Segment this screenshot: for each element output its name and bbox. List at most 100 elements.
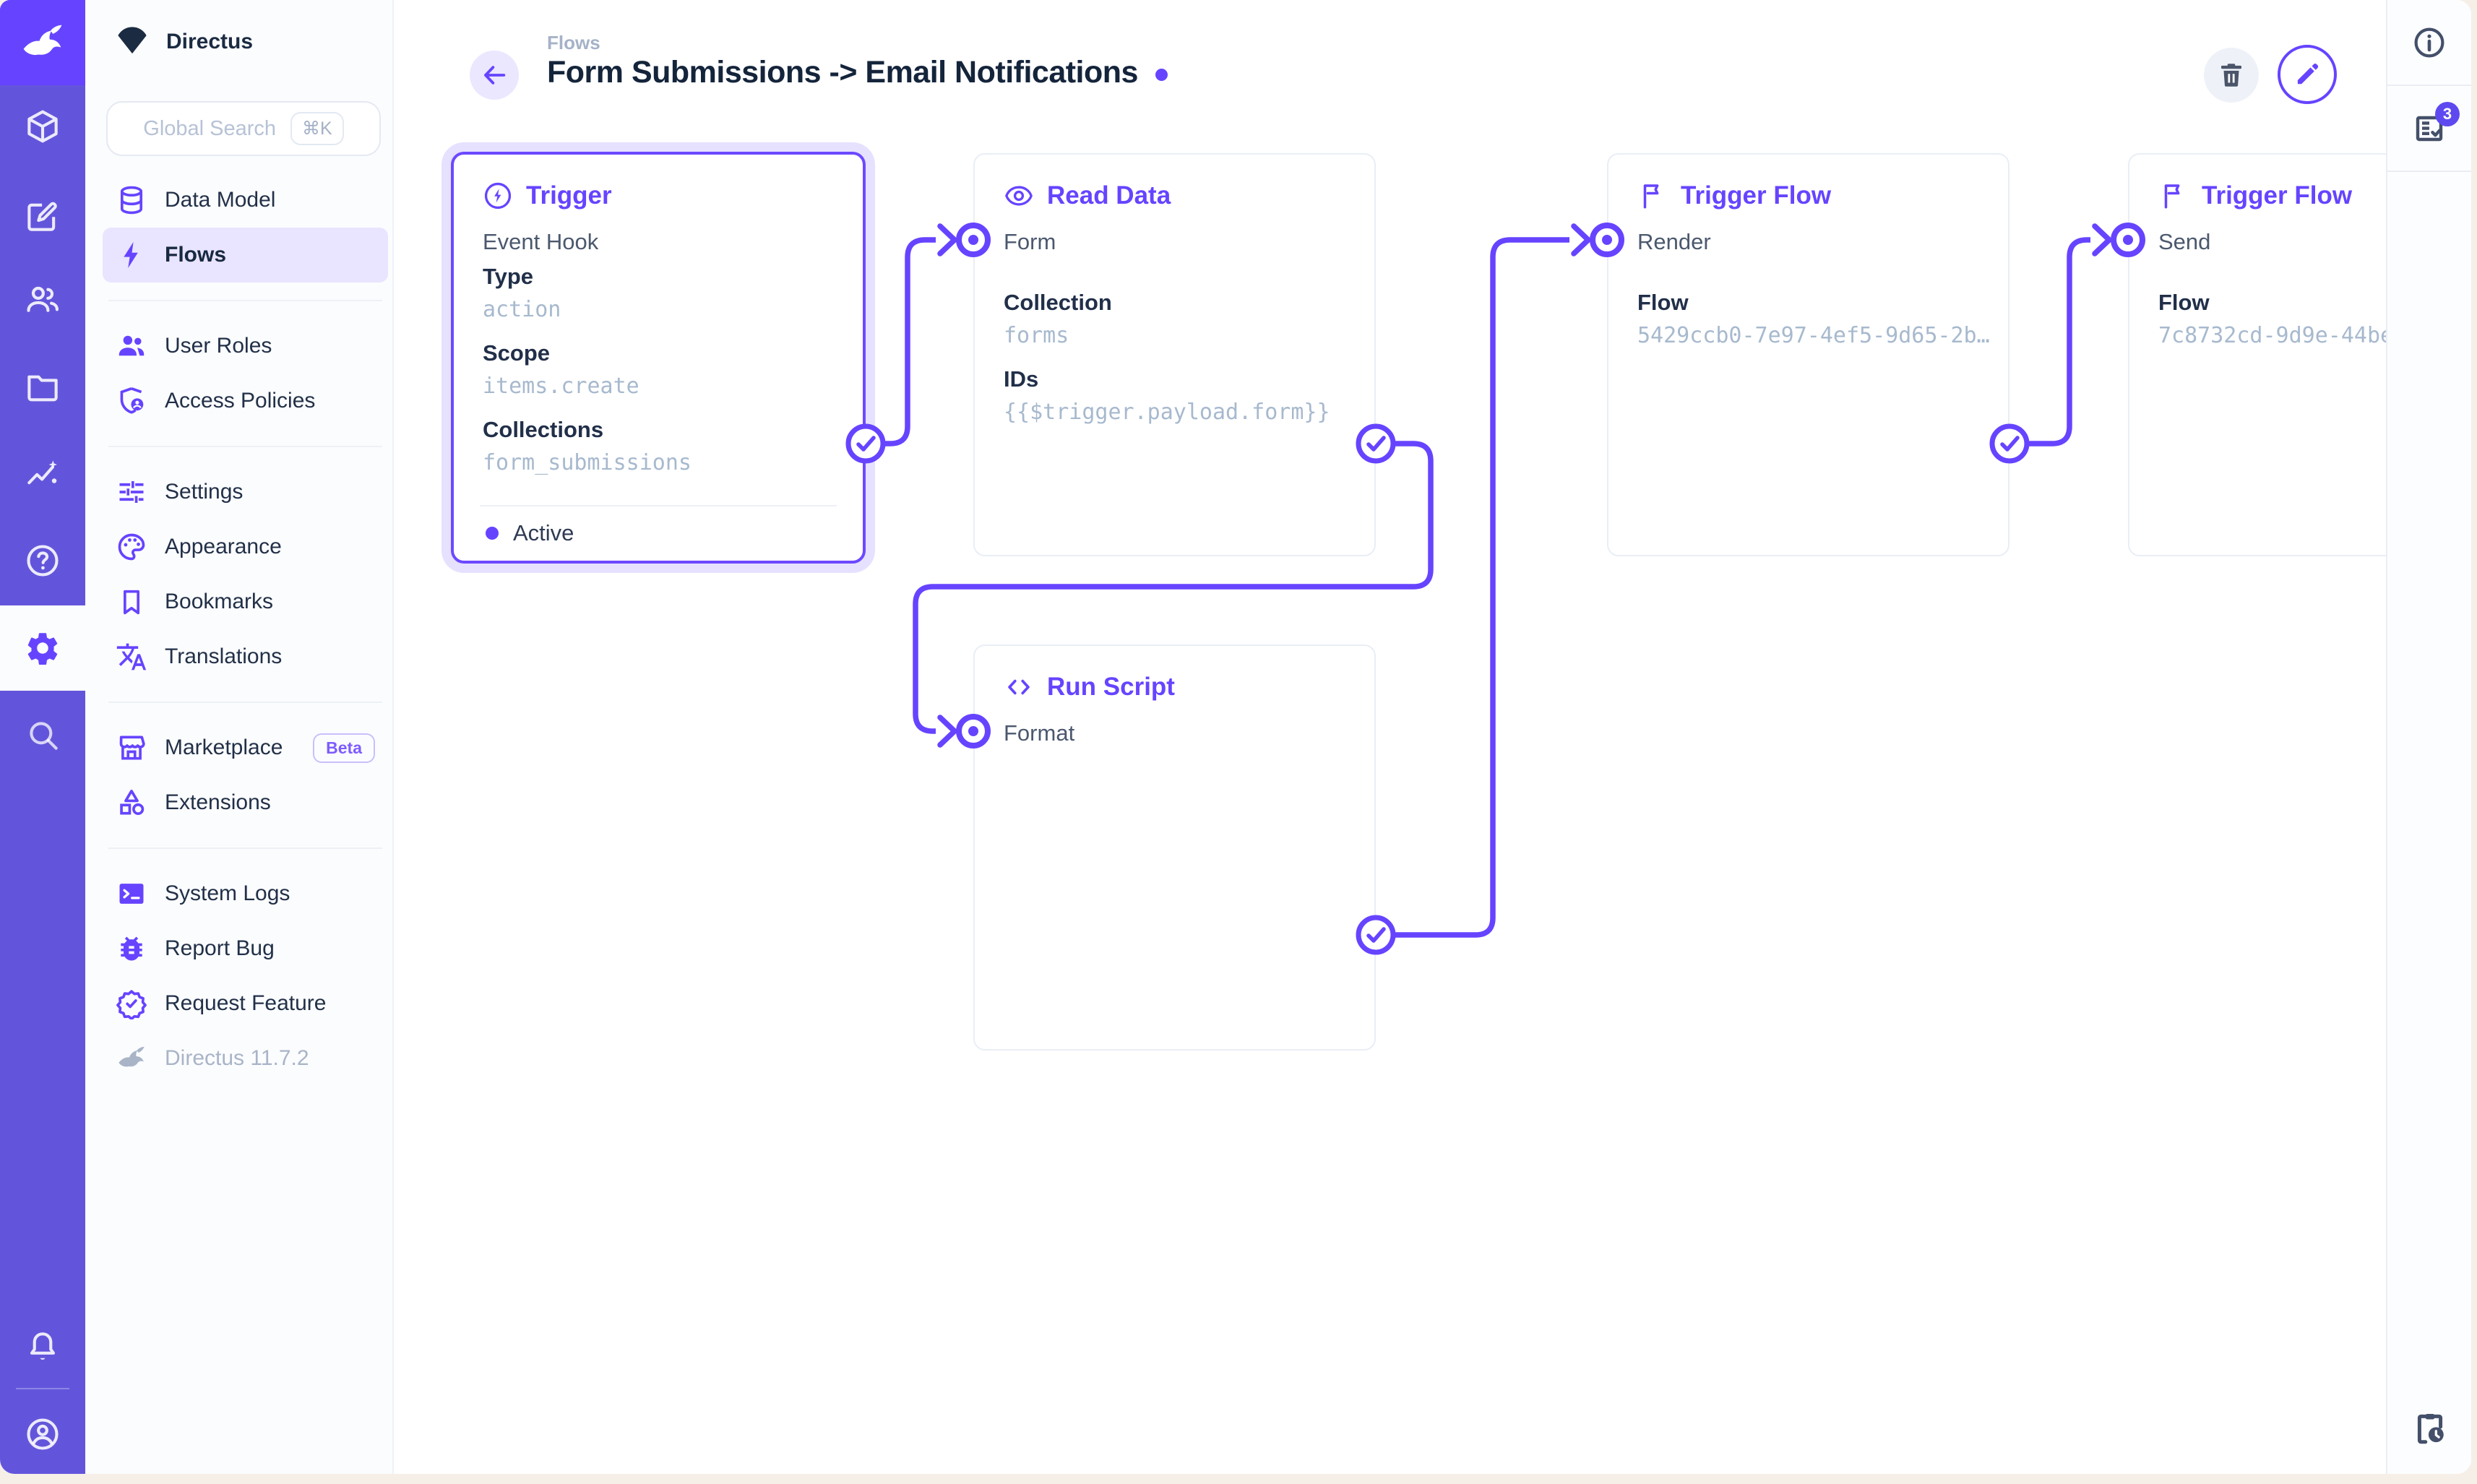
tune-icon [119, 480, 144, 504]
people-icon [119, 335, 145, 356]
arrow-left-icon [484, 66, 506, 85]
search-icon [30, 722, 58, 750]
sidebar-section-information[interactable] [2387, 0, 2471, 86]
sidebar-item-bookmarks[interactable]: Bookmarks [103, 574, 388, 629]
module-item-settings[interactable] [0, 605, 85, 691]
shield-user-icon [120, 387, 144, 414]
input-label: Form [1004, 229, 1056, 254]
panel-title: Trigger Flow [1681, 181, 1832, 210]
global-search-input[interactable]: Global Search ⌘K [106, 101, 381, 156]
bolt-circle-icon [484, 182, 512, 210]
module-item-search[interactable] [0, 692, 85, 777]
field-value: 5429ccb0-7e97-4ef5-9d65-2b… [1637, 323, 1990, 348]
project-logo-icon [118, 27, 147, 54]
sidebar-item-translations[interactable]: Translations [103, 629, 388, 684]
unsaved-indicator-dot [1155, 69, 1168, 81]
search-placeholder: Global Search [143, 116, 277, 140]
palette-icon [118, 533, 145, 561]
navigation-panel: Directus Global Search ⌘K Data Model Flo… [85, 0, 394, 1474]
active-module-background [0, 605, 85, 691]
people-icon [27, 286, 59, 312]
sidebar-item-user-roles[interactable]: User Roles [103, 319, 388, 374]
right-sidebar: 3 [2386, 0, 2471, 1474]
module-item-insights[interactable] [0, 431, 85, 517]
sidebar-item-report-bug[interactable]: Report Bug [103, 921, 388, 976]
directus-rabbit-logo [23, 25, 62, 56]
feature-badge-icon [116, 990, 147, 1019]
module-item-help[interactable] [0, 518, 85, 603]
revisions-count-badge: 3 [2435, 102, 2460, 126]
flow-panel-trigger[interactable]: Trigger Event Hook Type action Scope ite… [451, 152, 866, 564]
edit-icon [27, 202, 57, 231]
pending-revisions-button[interactable] [2387, 1403, 2471, 1454]
module-item-account[interactable] [0, 1392, 85, 1474]
bookmark-icon [124, 590, 139, 615]
terminal-icon [119, 884, 144, 904]
flow-panel-run-script[interactable]: Run Script Format [973, 644, 1376, 1051]
field-value: 7c8732cd-9d9e-44be [2158, 323, 2394, 348]
flow-panel-trigger-flow-render[interactable]: Trigger Flow Render Flow 5429ccb0-7e97-4… [1607, 153, 2009, 556]
nav-divider [108, 300, 382, 301]
breadcrumb[interactable]: Flows [547, 32, 600, 53]
module-divider [16, 1388, 69, 1389]
field-value: {{$trigger.payload.form}} [1004, 400, 1330, 425]
sidebar-item-appearance[interactable]: Appearance [103, 519, 388, 574]
back-button[interactable] [470, 51, 519, 100]
flow-panel-read-data[interactable]: Read Data Form Collection forms IDs {{$t… [973, 153, 1376, 556]
box-icon [27, 110, 58, 143]
sidebar-item-system-logs[interactable]: System Logs [103, 866, 388, 921]
module-item-notifications[interactable] [0, 1305, 85, 1390]
field-value: forms [1004, 323, 1069, 348]
project-selector[interactable]: Directus [114, 19, 253, 65]
panel-title: Trigger [526, 181, 612, 210]
sidebar-item-access-policies[interactable]: Access Policies [103, 374, 388, 428]
input-label: Format [1004, 720, 1075, 746]
input-label: Render [1637, 229, 1711, 254]
module-item-content[interactable] [0, 84, 85, 169]
module-item-files[interactable] [0, 345, 85, 430]
sidebar-item-request-feature[interactable]: Request Feature [103, 976, 388, 1031]
nav-divider [108, 446, 382, 447]
module-item-users[interactable] [0, 257, 85, 342]
sidebar-item-extensions[interactable]: Extensions [103, 775, 388, 830]
sidebar-item-settings[interactable]: Settings [103, 465, 388, 519]
storefront-icon [119, 735, 145, 760]
module-item-home[interactable] [0, 0, 85, 85]
bug-icon [121, 936, 142, 961]
delete-flow-button[interactable] [2204, 48, 2259, 103]
sidebar-item-version[interactable]: Directus 11.7.2 [103, 1031, 388, 1086]
beta-badge: Beta [313, 733, 375, 763]
translate-icon [116, 643, 147, 670]
field-value: form_submissions [483, 450, 692, 475]
clipboard-clock-icon [2417, 1414, 2444, 1444]
visibility-icon [1005, 186, 1033, 206]
pencil-icon [2297, 64, 2319, 85]
page-title: Form Submissions -> Email Notifications [547, 55, 1138, 90]
nav-divider [108, 847, 382, 849]
bolt-icon [124, 242, 138, 268]
extension-icon [120, 790, 145, 816]
panel-title: Run Script [1047, 673, 1175, 701]
module-item-editor[interactable] [0, 173, 85, 259]
project-name: Directus [166, 30, 254, 53]
search-shortcut: ⌘K [290, 112, 344, 145]
panel-title: Trigger Flow [2202, 181, 2353, 210]
sidebar-item-marketplace[interactable]: Marketplace Beta [103, 720, 388, 775]
input-label: Send [2158, 229, 2211, 254]
field-label: IDs [1004, 366, 1039, 392]
field-label: Collections [483, 417, 604, 442]
field-value: action [483, 297, 561, 322]
edit-flow-button[interactable] [2278, 45, 2337, 104]
help-icon [27, 545, 59, 577]
insights-icon [27, 460, 57, 485]
sidebar-item-data-model[interactable]: Data Model [103, 173, 388, 228]
sidebar-item-flows[interactable]: Flows [103, 228, 388, 282]
field-label: Type [483, 264, 534, 289]
field-label: Flow [1637, 290, 1689, 315]
panel-subtitle: Event Hook [483, 229, 599, 254]
field-label: Collection [1004, 290, 1112, 315]
trash-icon [2221, 64, 2241, 87]
sidebar-section-revisions[interactable]: 3 [2387, 86, 2471, 172]
module-bar [0, 0, 85, 1474]
